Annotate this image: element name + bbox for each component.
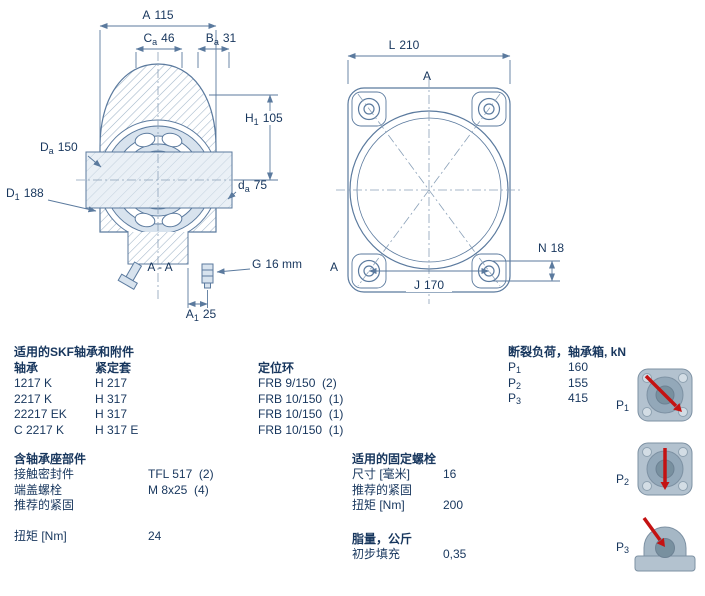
table-row: 尺寸 [毫米]16: [352, 467, 457, 482]
table-row: C 2217 K H 317 E: [14, 423, 138, 438]
ring-cell: FRB 10/150 (1): [258, 422, 344, 437]
bearing-cell: 22217 EK: [14, 407, 67, 422]
table-row: [14, 514, 214, 529]
table-header: 定位环: [258, 361, 343, 376]
table-row: 1217 K H 217: [14, 376, 138, 391]
table-row: FRB 10/150 (1): [258, 392, 343, 407]
section-mark-a-top: A: [423, 69, 431, 83]
table-row: 推荐的紧固: [14, 498, 75, 513]
locating-ring-table: 定位环 FRB 9/150 (2) FRB 10/150 (1) FRB 10/…: [258, 361, 343, 438]
bearing-cell: 2217 K: [14, 391, 53, 406]
grease-fitting: [201, 263, 214, 289]
load-direction-p2-image: [637, 442, 693, 496]
sleeve-cell: H 217: [95, 376, 128, 391]
bearings-section-title: 适用的SKF轴承和附件: [14, 345, 135, 359]
section-title: 断裂负荷，轴承箱, kN: [508, 345, 627, 359]
table-row: 推荐的紧固: [352, 482, 413, 497]
flange-view-dimensions: [347, 52, 560, 282]
bearing-cell: C 2217 K: [14, 422, 65, 437]
attachment-bolts-section: 适用的固定螺栓 尺寸 [毫米]16 推荐的紧固 扭矩 [Nm]200: [352, 452, 463, 514]
section-view-drawing: [76, 52, 252, 300]
spherical-rollers: [134, 132, 183, 228]
shaft: [85, 151, 233, 209]
section-title: 适用的固定螺栓: [352, 452, 437, 466]
p3-load-arrow: [642, 516, 665, 547]
p1-load-arrow: [644, 374, 682, 412]
p2-label: P2: [616, 472, 630, 487]
table-row: FRB 9/150 (2): [258, 376, 343, 391]
col-header-sleeve: 紧定套: [95, 361, 132, 375]
sleeve-cell: H 317: [95, 391, 128, 406]
p3-label: P3: [616, 540, 630, 555]
load-direction-p1-image: [637, 368, 693, 422]
table-row: FRB 10/150 (1): [258, 423, 343, 438]
section-mark-a-corner: A: [330, 260, 338, 274]
section-title: 含轴承座部件: [14, 452, 87, 466]
ring-cell: FRB 10/150 (1): [258, 391, 344, 406]
table-header: 轴承 紧定套: [14, 361, 138, 376]
col-header-ring: 定位环: [258, 361, 295, 375]
table-row: 22217 EK H 317: [14, 407, 138, 422]
col-header-bearing: 轴承: [14, 361, 39, 375]
ring-cell: FRB 9/150 (2): [258, 376, 337, 391]
table-row: 2217 K H 317: [14, 392, 138, 407]
bearing-sleeve-table: 轴承 紧定套 1217 K H 217 2217 K H 317 22217 EK H…: [14, 361, 138, 438]
section-aa-label: A - A: [147, 260, 172, 274]
ring-cell: FRB 10/150 (1): [258, 407, 344, 422]
load-value: 160: [568, 360, 589, 375]
section-title: 脂量，公斤: [352, 532, 413, 546]
p1-label: P1: [616, 398, 630, 413]
p2-load-arrow: [660, 448, 670, 490]
sleeve-cell: H 317: [95, 407, 128, 422]
table-row: 扭矩 [Nm]24: [14, 529, 162, 544]
section-view-dimensions: [47, 22, 278, 308]
bearing-cell: 1217 K: [14, 376, 53, 391]
sleeve-cell: H 317 E: [95, 422, 139, 437]
load-value: 415: [568, 391, 589, 406]
mounting-bolt: [117, 261, 143, 290]
table-row: FRB 10/150 (1): [258, 407, 343, 422]
table-row: 扭矩 [Nm]200: [352, 498, 464, 513]
load-value: 155: [568, 375, 589, 390]
flange-view-drawing: [336, 78, 522, 304]
load-direction-p3-image: [634, 516, 696, 572]
